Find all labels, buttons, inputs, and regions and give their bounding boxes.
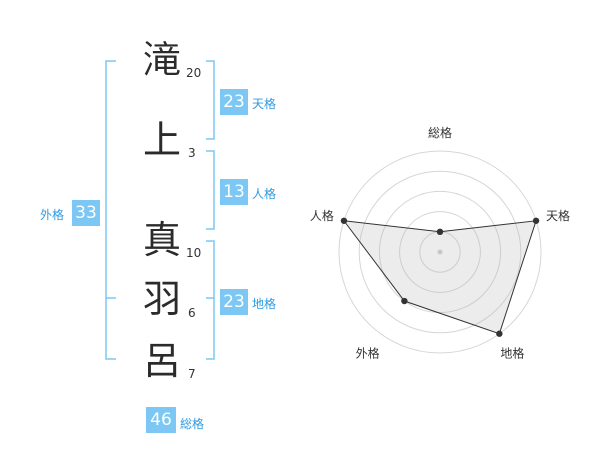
- radar-area: [342, 220, 537, 335]
- name-char-4: 羽: [142, 277, 181, 321]
- stroke-count-2: 3: [188, 146, 196, 160]
- radar-point-1: [532, 217, 540, 224]
- radar-axis-label: 天格: [546, 208, 570, 223]
- jinkaku-value: 13: [220, 179, 248, 205]
- name-char-3: 真: [142, 218, 181, 262]
- radar-ring-5: [338, 150, 542, 354]
- stroke-count-4: 6: [188, 306, 196, 320]
- radar-point-2: [496, 330, 503, 337]
- radar-point-4: [340, 217, 348, 224]
- soukaku-label: 総格: [180, 417, 205, 431]
- soukaku-value: 46: [146, 407, 176, 433]
- jinkaku-bracket: [206, 150, 215, 230]
- stroke-count-5: 7: [188, 367, 196, 381]
- gaikaku-label: 外格: [40, 208, 65, 222]
- gaikaku-bracket: [105, 60, 116, 360]
- chikaku-bracket: [206, 240, 215, 360]
- name-char-5: 呂: [142, 339, 181, 383]
- radar-ring-4: [358, 170, 522, 334]
- radar-center: [437, 249, 443, 255]
- name-char-1: 滝: [142, 38, 181, 82]
- radar-point-0: [436, 228, 444, 235]
- tenkaku-label: 天格: [252, 97, 277, 111]
- chikaku-value: 23: [220, 289, 248, 315]
- radar-axis-label: 総格: [428, 125, 452, 140]
- tenkaku-bracket: [206, 60, 215, 140]
- tenkaku-value: 23: [220, 89, 248, 115]
- name-char-2: 上: [142, 118, 181, 162]
- radar-point-3: [401, 297, 408, 305]
- radar-axis-label: 外格: [356, 346, 380, 361]
- jinkaku-label: 人格: [252, 187, 277, 201]
- gaikaku-value: 33: [72, 200, 100, 226]
- radar-ring-2: [399, 211, 481, 293]
- radar-ring-3: [378, 190, 502, 314]
- radar-axis-label: 地格: [500, 346, 524, 361]
- radar-axis-label: 人格: [310, 208, 334, 223]
- stroke-count-1: 20: [186, 66, 202, 80]
- chikaku-label: 地格: [252, 297, 277, 311]
- stroke-count-3: 10: [186, 246, 202, 260]
